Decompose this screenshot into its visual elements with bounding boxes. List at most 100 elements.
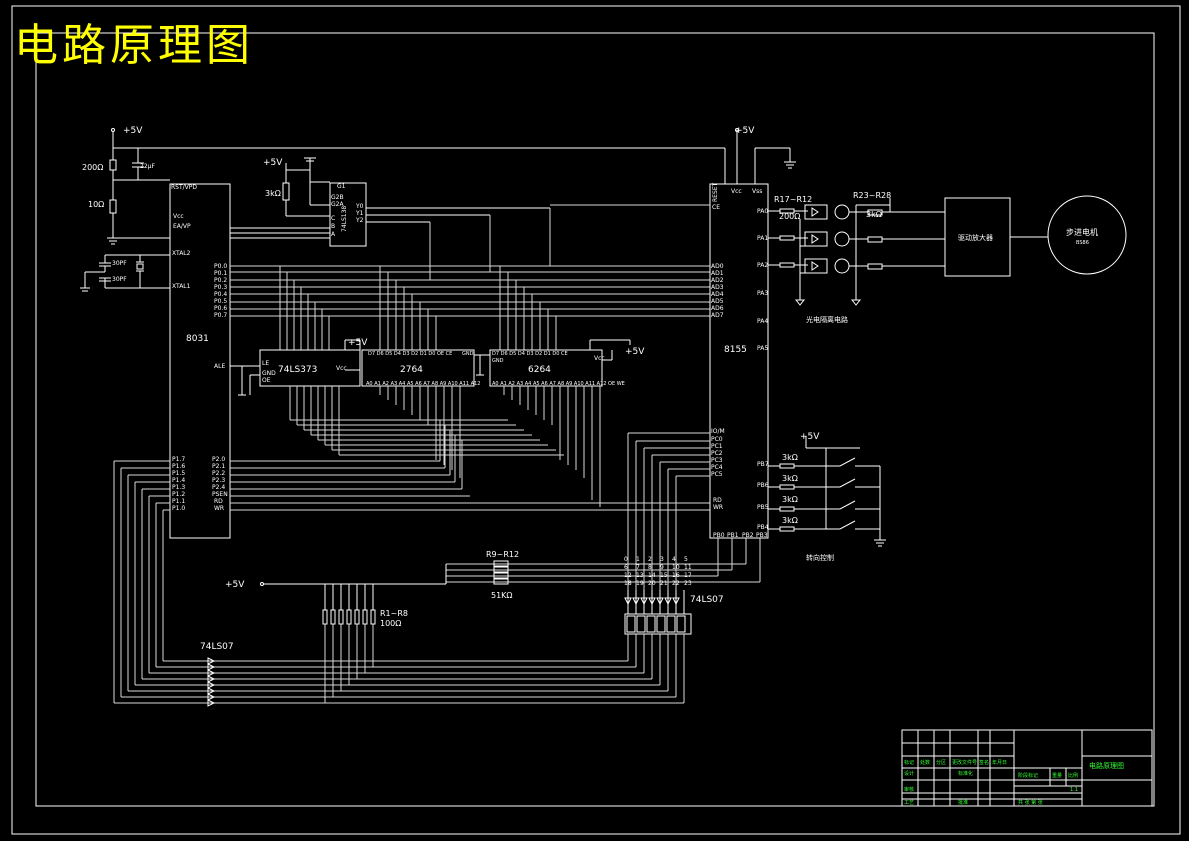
cpu-p2-3: P2.3 [212,477,225,484]
seg-0: 0 [624,556,628,563]
cpu-p0-2: P0.2 [214,277,227,284]
tb-cell-ratio: 比例 [1068,772,1078,779]
r9-label: R9~R12 [486,550,519,559]
decoder-label: 74LS138 [341,206,348,232]
segment-index-grid: 0 1 2 3 4 5 6 7 8 9 10 11 12 13 14 15 16… [624,556,692,587]
driver-label: 驱动放大器 [958,233,993,242]
io-pin-vss: Vss [752,188,762,195]
cap-x2-label: 30PF [112,260,127,267]
seg-14: 14 [648,572,656,579]
seg-23: 23 [684,580,692,587]
io-pin-ce: CE [712,204,720,211]
cpu-wr: WR [214,505,224,512]
io-pin-vcc: Vcc [731,188,742,195]
opto-label: 光电隔离电路 [806,315,848,324]
r-decoder-label: 3kΩ [265,189,281,198]
io-pa-labels: PA0 PA1 PA2 PA3 PA4 PA5 [757,208,768,352]
buffer-left-label: 74LS07 [200,642,234,652]
seg-6: 6 [624,564,628,571]
svg-text:D7 D6 D5 D4 D3 D2 D1 D0 OE CE: D7 D6 D5 D4 D3 D2 D1 D0 OE CE [368,351,452,357]
driver-amplifier: 驱动放大器 [944,197,1048,277]
cpu-pin-vcc: Vcc [173,213,184,220]
cpu-p2-1: P2.1 [212,463,225,470]
r1-label: R1~R8 [380,609,408,618]
direction-control: +5V 3kΩ 3kΩ 3kΩ 3kΩ 转向控制 [768,432,886,562]
io-pb3: PB3 [756,532,768,539]
io-pb4: PB4 [757,524,769,531]
io-rd: RD [713,497,722,504]
cpu-p0-0: P0.0 [214,263,227,270]
resistors-r9-r12: R9~R12 51KΩ +5V [225,550,519,600]
io-pa1: PA1 [757,235,768,242]
cpu-p0-1: P0.1 [214,270,227,277]
seg-12: 12 [624,572,632,579]
tb-drawing-name: 电路原理图 [1089,761,1124,770]
io-ad7: AD7 [711,312,724,319]
seg-18: 18 [624,580,632,587]
seg-7: 7 [636,564,640,571]
tb-cell-approve: 批准 [958,799,968,806]
sw-r1: 3kΩ [782,453,798,462]
cpu-8031: 8031 RST/VPD Vcc EA/VP XTAL2 XTAL1 ALE P… [169,183,231,539]
cpu-label: 8031 [186,334,209,344]
seg-5: 5 [684,556,688,563]
svg-text:G2B: G2B [331,194,344,201]
io-iom: IO/M [711,428,725,435]
cpu-p0-labels: P0.0 P0.1 P0.2 P0.3 P0.4 P0.5 P0.6 P0.7 [214,263,227,319]
opto-isolation: R17~R12 200Ω R23~R28 3kΩ 光电隔离电路 [768,191,945,324]
seg-3: 3 [660,556,664,563]
io-ad5: AD5 [711,298,724,305]
io-pc5: PC5 [711,471,723,478]
seg-22: 22 [672,580,680,587]
io-pb1: PB1 [727,532,739,539]
tb-cell-change: 更改文件号 [952,759,977,766]
cpu-p1-2: P1.2 [172,491,185,498]
cpu-psen: PSEN [212,491,228,498]
sw-r4: 3kΩ [782,516,798,525]
io-pc3: PC3 [711,457,723,464]
io-pb2: PB2 [742,532,754,539]
tb-cell-zone: 分区 [936,759,946,766]
tb-sheet: 共 张 第 张 [1018,799,1043,806]
r17-value: 200Ω [779,212,800,221]
tb-cell-review: 审核 [904,786,914,793]
r1-value: 100Ω [380,619,401,628]
cpu-p1-4: P1.4 [172,477,185,484]
latch-label: 74LS373 [278,365,317,375]
svg-text:A: A [331,231,336,238]
seg-4: 4 [672,556,676,563]
sw-r3: 3kΩ [782,495,798,504]
io-pa0: PA0 [757,208,768,215]
cpu-p0-3: P0.3 [214,284,227,291]
io-pa4: PA4 [757,318,768,325]
pc-lines [446,432,761,590]
io-pa3: PA3 [757,290,768,297]
seg-21: 21 [660,580,668,587]
tb-cell-count: 处数 [920,759,930,766]
ram-label: 6264 [528,365,551,375]
drawing-title: 电路原理图 [14,20,254,71]
outer-frame [11,5,1181,835]
svg-text:D7 D6 D5 D4 D3 D2 D1 D0 CE: D7 D6 D5 D4 D3 D2 D1 D0 CE [492,351,568,357]
svg-text:Y1: Y1 [355,210,364,217]
eprom-2764: 2764 D7 D6 D5 D4 D3 D2 D1 D0 OE CE GND A… [361,349,490,478]
svg-text:LE: LE [262,360,269,367]
tb-cell-stage: 阶段标记 [1018,772,1038,779]
io-pa5: PA5 [757,345,768,352]
vcc-label-decoder: +5V [263,158,283,168]
svg-text:Y0: Y0 [355,203,364,210]
vcc-label-io: +5V [735,126,755,136]
io-8155: 8155 RESET Vcc Vss CE +5V AD0 AD1 AD2 AD… [429,126,796,539]
cpu-p0-6: P0.6 [214,305,227,312]
seg-20: 20 [648,580,656,587]
seg-13: 13 [636,572,644,579]
cpu-pin-ea: EA/VP [173,223,191,230]
motor-model: BS86 [1076,240,1089,246]
seg-10: 10 [672,564,680,571]
svg-text:Vcc: Vcc [594,355,605,362]
sw-r2: 3kΩ [782,474,798,483]
vcc-label-cpu: +5V [123,126,143,136]
cpu-p1-3: P1.3 [172,484,185,491]
latch-74ls373: 74LS373 LE GND OE Vcc +5V [230,338,368,455]
r9-value: 51KΩ [491,591,513,600]
